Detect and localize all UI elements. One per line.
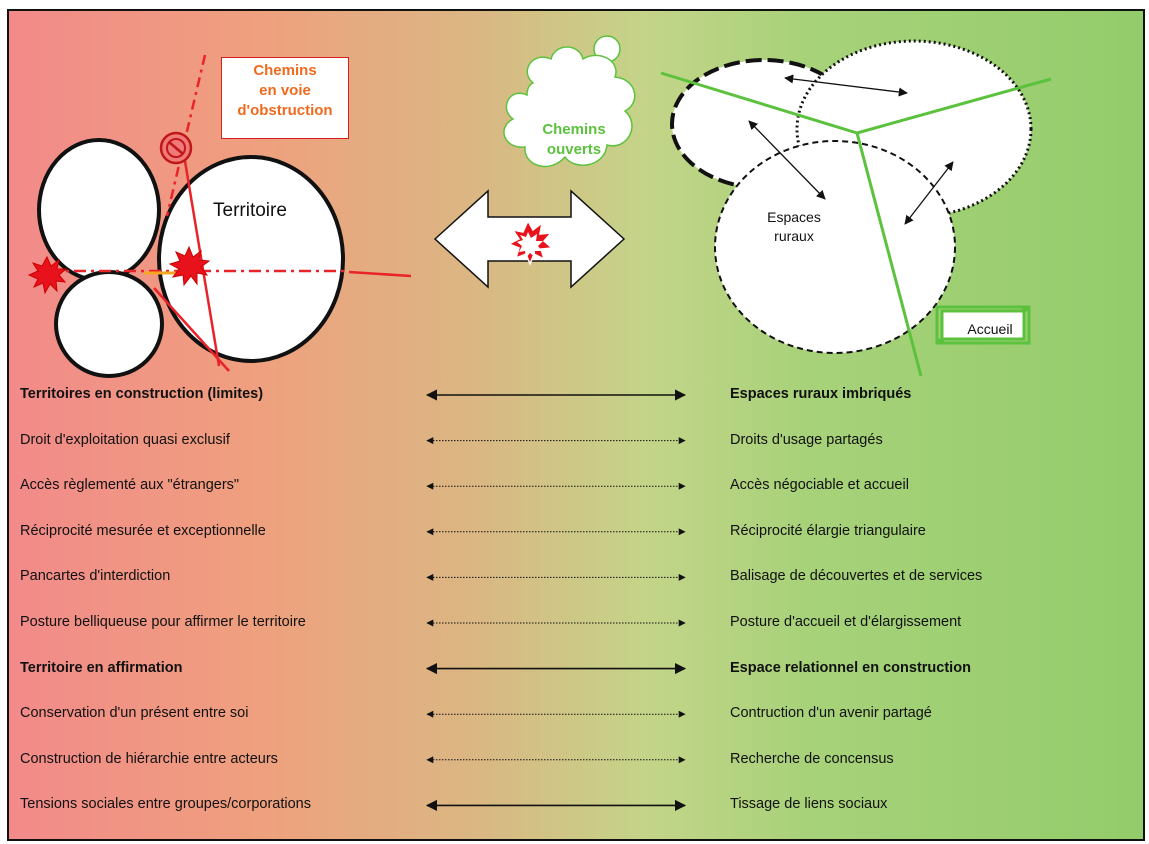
row-left-text: Tensions sociales entre groupes/corporat… [20,796,311,813]
row-right-text: Contruction d'un avenir partagé [730,705,932,722]
row-right-text: Droits d'usage partagés [730,431,883,448]
comparison-arrows [425,389,687,812]
green-path-line [855,132,923,377]
conflict-burst-icon [168,245,211,287]
open-paths-label-line: ouverts [546,141,602,158]
row-right-text: Accès négociable et accueil [730,477,909,494]
closed-paths-label-line: en voie [259,82,311,99]
welcome-sign-label: Accueil [967,321,1013,337]
row-right-text: Espace relationnel en construction [730,659,971,676]
row-right-text: Espaces ruraux imbriqués [730,386,912,402]
diagram-frame: Chemins en voie d'obstruction Territoire… [7,9,1145,841]
open-paths-label: Chemins ouverts [529,120,619,160]
small-territory-circle-bottom [54,270,164,378]
territory-group [27,54,412,378]
double-arrow-group [433,189,626,289]
row-left-text: Construction de hiérarchie entre acteurs [20,750,278,767]
cloud-shape [503,46,636,168]
row-right-text: Posture d'accueil et d'élargissement [730,614,962,630]
small-territory-circle-top [37,138,161,282]
row-left-text: Territoire en affirmation [20,659,183,676]
row-left-text: Accès règlementé aux "étrangers" [20,477,240,494]
rural-spaces-label: Espaces ruraux [749,208,839,246]
green-path-line [856,77,1052,135]
row-left-text: Conservation d'un présent entre soi [20,705,249,722]
row-left-text: Territoires en construction (limites) [20,386,264,402]
open-paths-label-line: Chemins [542,121,606,138]
rural-spaces-label-line: Espaces [767,209,821,225]
row-left-text: Pancartes d'interdiction [20,568,171,585]
boundary-line-horizontal-solid [348,270,412,278]
closed-paths-label-line: d'obstruction [237,102,333,119]
thought-cloud [503,35,636,168]
boundary-line-dashdot-upper [165,54,207,217]
rural-spaces-group [660,39,1052,377]
no-entry-icon [159,131,193,165]
row-right-text: Balisage de découvertes et de services [730,568,983,585]
rural-space-circle-bottom [714,140,956,354]
conflict-burst-icon [27,255,68,295]
row-left-text: Droit d'exploitation quasi exclusif [20,431,230,448]
row-left-text: Posture belliqueuse pour affirmer le ter… [20,614,306,630]
welcome-sign [935,305,1031,345]
territory-circle [157,155,345,363]
boundary-line-lower [153,287,230,372]
closed-paths-label: Chemins en voie d'obstruction [221,57,349,139]
row-right-text: Réciprocité élargie triangulaire [730,522,926,539]
row-left-text: Réciprocité mesurée et exceptionnelle [20,522,266,539]
closed-paths-label-line: Chemins [253,62,317,79]
row-right-text: Recherche de concensus [730,750,894,767]
diagram-illustration [27,35,1052,812]
row-right-text: Tissage de liens sociaux [730,796,888,813]
territory-label: Territoire [213,200,287,221]
rural-spaces-label-line: ruraux [774,228,814,244]
